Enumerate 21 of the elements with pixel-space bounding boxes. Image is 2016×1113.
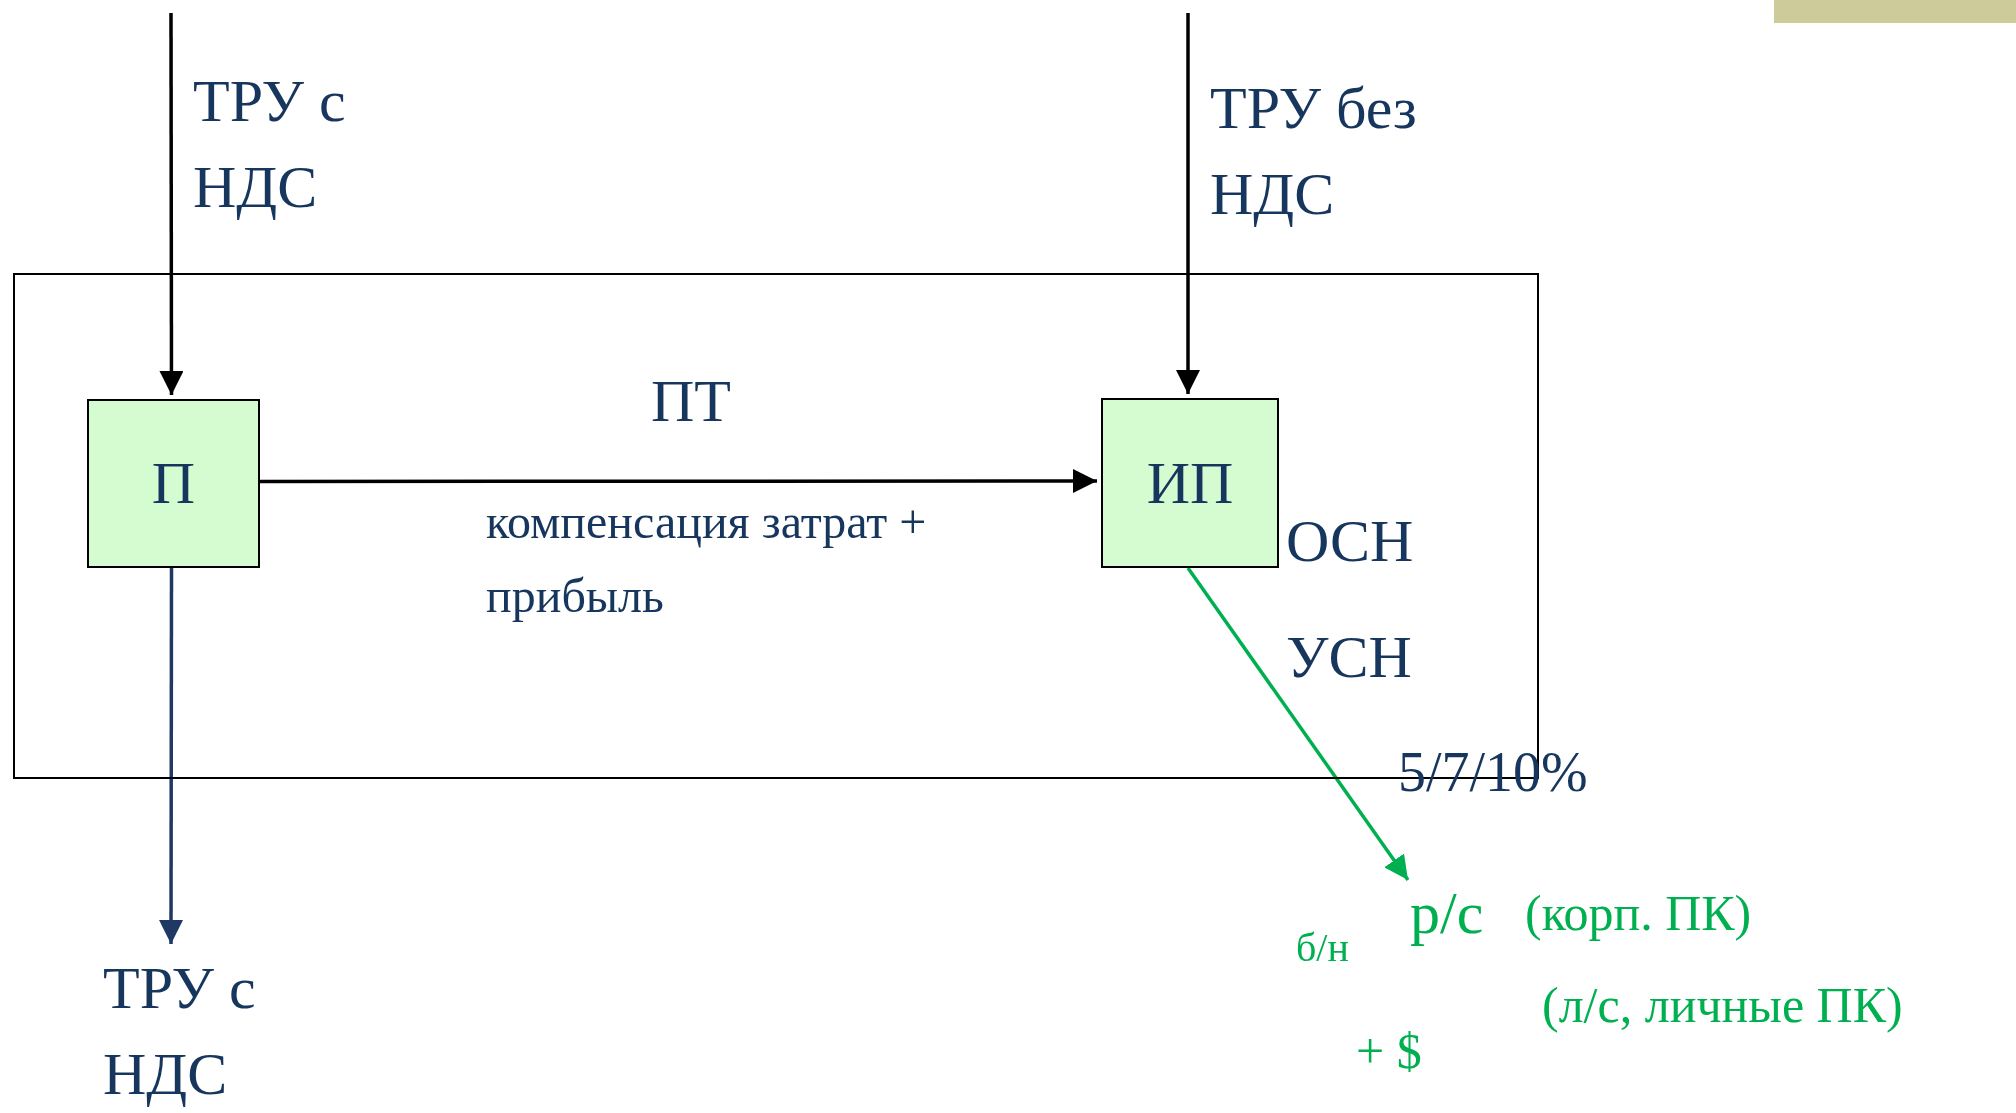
note-text: б/н <box>1296 926 1349 970</box>
arrow <box>1176 13 1200 394</box>
box-label: П <box>151 449 196 518</box>
account-label: р/с <box>1410 880 1510 946</box>
process-box <box>87 399 260 568</box>
tax-regime-label: УСН <box>1286 624 1412 690</box>
edge-label: ТРУ с НДС <box>103 954 257 1109</box>
arrow <box>159 13 184 395</box>
edge-label: ТРУ без НДС <box>1210 74 1418 229</box>
note-text: + $ <box>1356 1024 1422 1079</box>
note-text: (л/с, личные ПК) <box>1542 978 1903 1033</box>
tax-regime-label: ОСН <box>1286 508 1414 574</box>
edge-label: ТРУ с НДС <box>193 67 347 222</box>
frame-title: ПТ <box>651 367 731 436</box>
note-text: (корп. ПК) <box>1525 886 1752 941</box>
edge-label: компенсация затрат + прибыль <box>486 494 928 624</box>
arrow <box>1186 567 1410 881</box>
arrow <box>260 469 1097 493</box>
arrow <box>159 568 184 944</box>
process-box <box>1101 398 1279 568</box>
box-label: ИП <box>1146 448 1234 518</box>
